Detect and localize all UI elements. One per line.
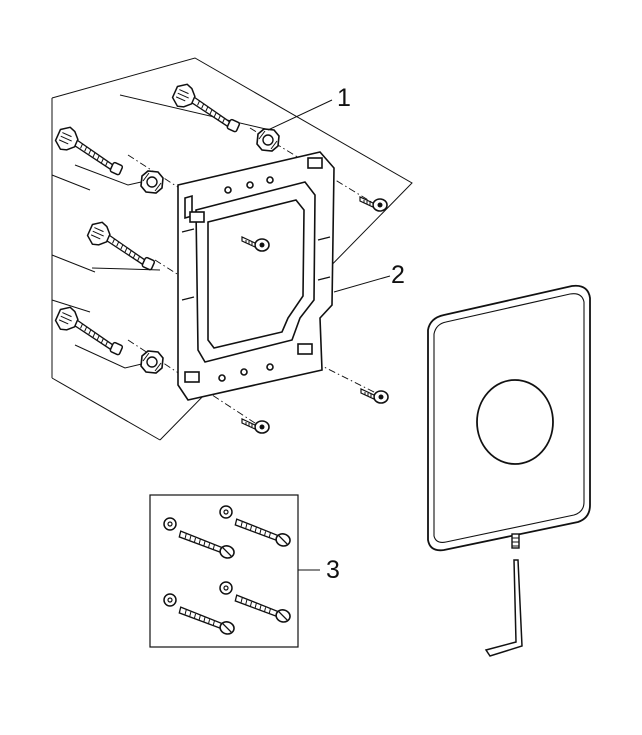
fixing-pin: [511, 533, 520, 549]
frame-screw-bottom: [241, 418, 270, 434]
wall-anchor-lower-left: [52, 303, 130, 356]
screw-set-plug-2: [219, 505, 233, 519]
hex-nut-upper-left: [140, 170, 164, 194]
wall-anchor-top: [169, 80, 247, 133]
callout-leaders: [267, 99, 391, 571]
hex-nut-lower-left: [140, 350, 164, 374]
mounting-frame: [177, 151, 335, 401]
frame-screw-upper-right: [359, 196, 388, 212]
callout-2: 2: [391, 261, 405, 289]
screw-set-plug-1: [163, 517, 177, 531]
cover-plate: [427, 284, 591, 552]
callout-1: 1: [337, 84, 351, 112]
cover-plate-round-opening: [476, 379, 554, 465]
callout-3: 3: [326, 556, 340, 584]
hex-nut-top: [256, 128, 280, 152]
wall-anchor-upper-left: [52, 123, 130, 176]
screw-set-plug-3: [163, 593, 177, 607]
hex-key-icon: [484, 559, 523, 657]
wall-anchor-middle: [84, 218, 162, 271]
screw-set-plug-4: [219, 581, 233, 595]
screw-set: [149, 494, 299, 648]
frame-screw-lower-right: [360, 388, 389, 404]
